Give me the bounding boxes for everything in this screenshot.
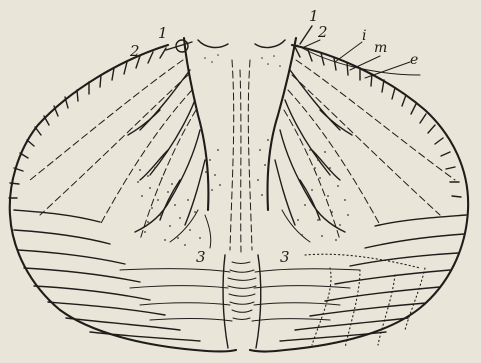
upper-stipple <box>204 54 281 67</box>
left-lower-lamellae <box>14 210 232 341</box>
right-leader-e <box>365 62 410 78</box>
right-leader-i <box>335 42 362 62</box>
right-leader-2 <box>302 40 320 48</box>
right-leader-m <box>350 56 380 70</box>
label-right-m: m <box>374 40 387 56</box>
right-hemisphere-outline <box>250 45 468 352</box>
label-right-2: 2 <box>317 23 328 41</box>
left-hemisphere-outline <box>10 45 236 352</box>
right-branches <box>267 38 352 242</box>
right-lower-lamellae <box>252 215 466 348</box>
label-left-3: 3 <box>196 248 206 266</box>
left-folia-ridges <box>9 48 166 198</box>
right-leader-1 <box>300 26 312 44</box>
label-left-2: 2 <box>129 42 140 60</box>
label-right-i: i <box>362 28 366 44</box>
label-right-e: e <box>410 52 418 68</box>
label-left-1: 1 <box>158 24 168 42</box>
vermis <box>198 40 285 348</box>
label-right-3: 3 <box>280 248 290 266</box>
